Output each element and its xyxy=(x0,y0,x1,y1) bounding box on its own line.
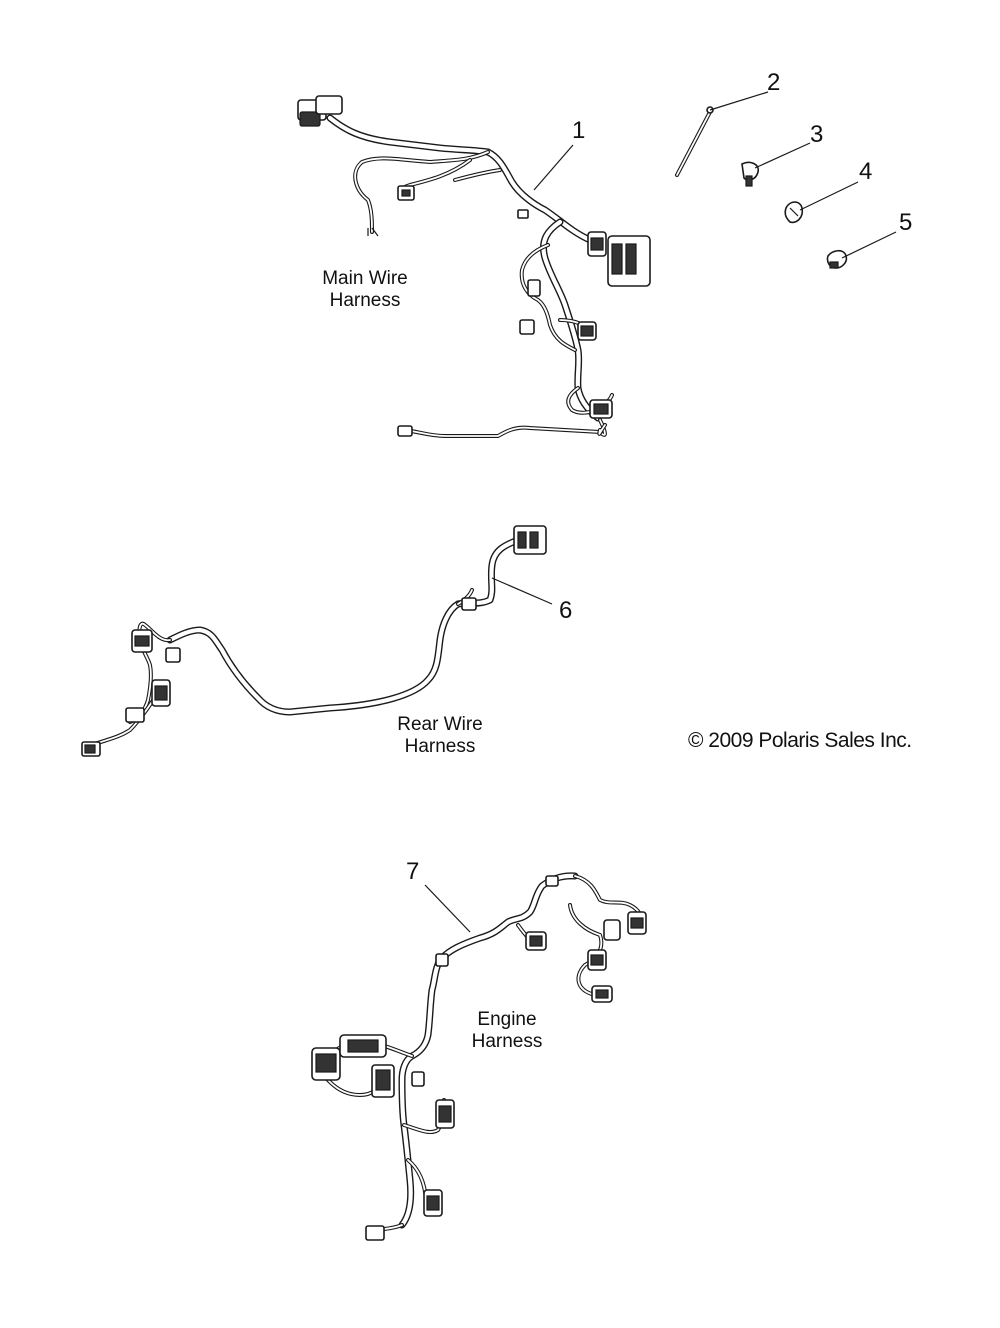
rear-harness-label-line-2: Harness xyxy=(404,736,476,757)
rear-wire-harness xyxy=(81,525,547,757)
main-harness-label: Main Wire Harness xyxy=(305,268,425,312)
main-harness-label-line-1: Main Wire xyxy=(322,268,408,289)
small-parts xyxy=(675,106,848,269)
callout-7: 7 xyxy=(406,858,420,885)
callout-1: 1 xyxy=(572,117,586,144)
copyright-text: © 2009 Polaris Sales Inc. xyxy=(688,729,912,752)
main-harness-label-line-2: Harness xyxy=(329,290,401,311)
callout-4: 4 xyxy=(859,158,873,185)
engine-harness-label-line-1: Engine xyxy=(477,1009,537,1030)
callout-2: 2 xyxy=(767,69,781,96)
rear-harness-label: Rear Wire Harness xyxy=(380,714,500,758)
main-wire-harness xyxy=(297,95,651,438)
callout-3: 3 xyxy=(810,121,824,148)
engine-harness-label: Engine Harness xyxy=(447,1009,567,1053)
engine-harness-label-line-2: Harness xyxy=(471,1031,543,1052)
engine-harness xyxy=(311,872,647,1241)
callout-5: 5 xyxy=(899,209,913,236)
leader-lines xyxy=(424,91,897,933)
callout-6: 6 xyxy=(559,597,573,624)
rear-harness-label-line-1: Rear Wire xyxy=(397,714,483,735)
